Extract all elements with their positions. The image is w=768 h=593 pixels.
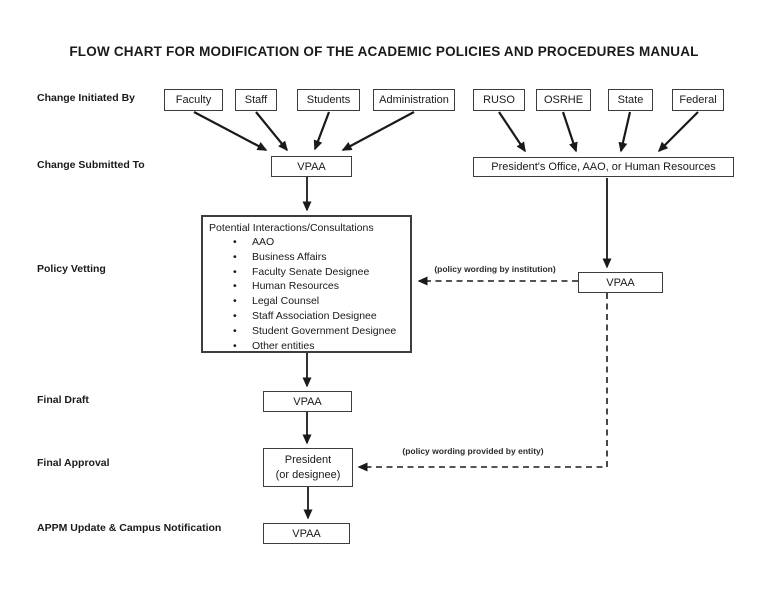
arrow-state-to-presoffice (618, 111, 632, 153)
arrow-administration-to-vpaa (341, 111, 415, 151)
vetting-item: Human Resources (233, 279, 410, 294)
vetting-item: Legal Counsel (233, 294, 410, 309)
node-policy-vetting: Potential Interactions/Consultations AAO… (201, 215, 412, 353)
president-line1: President (284, 453, 332, 466)
arrow-students-to-vpaa (313, 111, 331, 151)
node-osrhe: OSRHE (536, 89, 591, 111)
stage-label-final-approval: Final Approval (37, 457, 110, 469)
node-vpaa-final-draft: VPAA (263, 391, 352, 412)
stage-label-change-submitted-to: Change Submitted To (37, 159, 145, 171)
vetting-item: AAO (233, 235, 410, 250)
note-policy-wording-by-institution: (policy wording by institution) (434, 264, 556, 274)
arrow-osrhe-to-presoffice (561, 111, 578, 153)
vetting-item: Business Affairs (233, 250, 410, 265)
stage-label-change-initiated-by: Change Initiated By (37, 92, 136, 104)
vetting-item: Faculty Senate Designee (233, 265, 410, 280)
president-line2: (or designee) (275, 468, 341, 481)
arrow-staff-to-vpaa (255, 111, 288, 152)
vetting-title: Potential Interactions/Consultations (209, 222, 374, 234)
node-administration: Administration (373, 89, 455, 111)
node-faculty: Faculty (164, 89, 223, 111)
vetting-item: Student Government Designee (233, 324, 410, 339)
node-vpaa-submitted: VPAA (271, 156, 352, 177)
arrow-ruso-to-presoffice (498, 111, 526, 153)
arrow-faculty-to-vpaa (193, 111, 268, 151)
node-president: President (or designee) (263, 448, 353, 487)
note-policy-wording-by-entity: (policy wording provided by entity) (402, 446, 544, 456)
node-state: State (608, 89, 653, 111)
stage-label-final-draft: Final Draft (37, 394, 89, 406)
stage-label-appm-update: APPM Update & Campus Notification (37, 522, 222, 534)
node-students: Students (297, 89, 360, 111)
node-vpaa-appm: VPAA (263, 523, 350, 544)
stage-label-policy-vetting: Policy Vetting (37, 263, 106, 275)
vetting-list: AAO Business Affairs Faculty Senate Desi… (203, 235, 410, 353)
node-vpaa-institution: VPAA (578, 272, 663, 293)
node-staff: Staff (235, 89, 277, 111)
vetting-item: Staff Association Designee (233, 309, 410, 324)
arrow-federal-to-presoffice (657, 111, 699, 153)
node-federal: Federal (672, 89, 724, 111)
node-ruso: RUSO (473, 89, 525, 111)
vetting-item: Other entities (233, 339, 410, 354)
chart-title: FLOW CHART FOR MODIFICATION OF THE ACADE… (69, 44, 699, 59)
node-presidents-office: President's Office, AAO, or Human Resour… (473, 157, 734, 177)
